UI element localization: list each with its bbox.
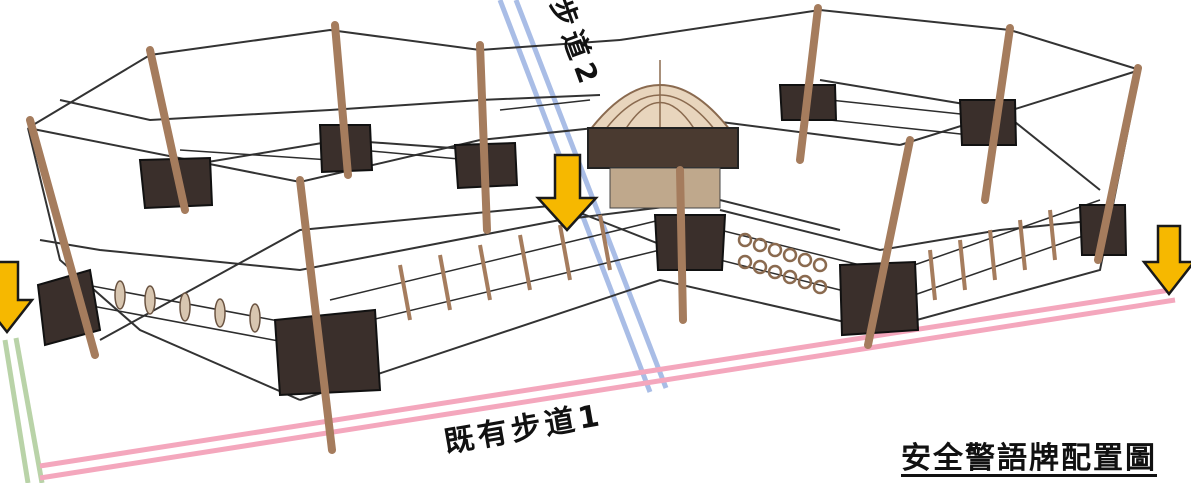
path1-line: [39, 287, 1176, 481]
platforms: [36, 84, 1128, 397]
hanging-rings: [737, 232, 828, 295]
warning-sign-arrow-icon: [1141, 224, 1191, 297]
path-left: [2, 337, 45, 483]
poles: [26, 4, 1142, 454]
warning-sign-arrow-icon: [535, 153, 599, 232]
warning-arrows: [0, 153, 1191, 335]
hanging-logs: [114, 280, 261, 333]
diagram-title: 安全警語牌配置圖: [901, 441, 1157, 476]
dome-tower: [587, 60, 739, 209]
obstacles: [398, 209, 1057, 321]
warning-sign-arrow-icon: [0, 260, 35, 335]
